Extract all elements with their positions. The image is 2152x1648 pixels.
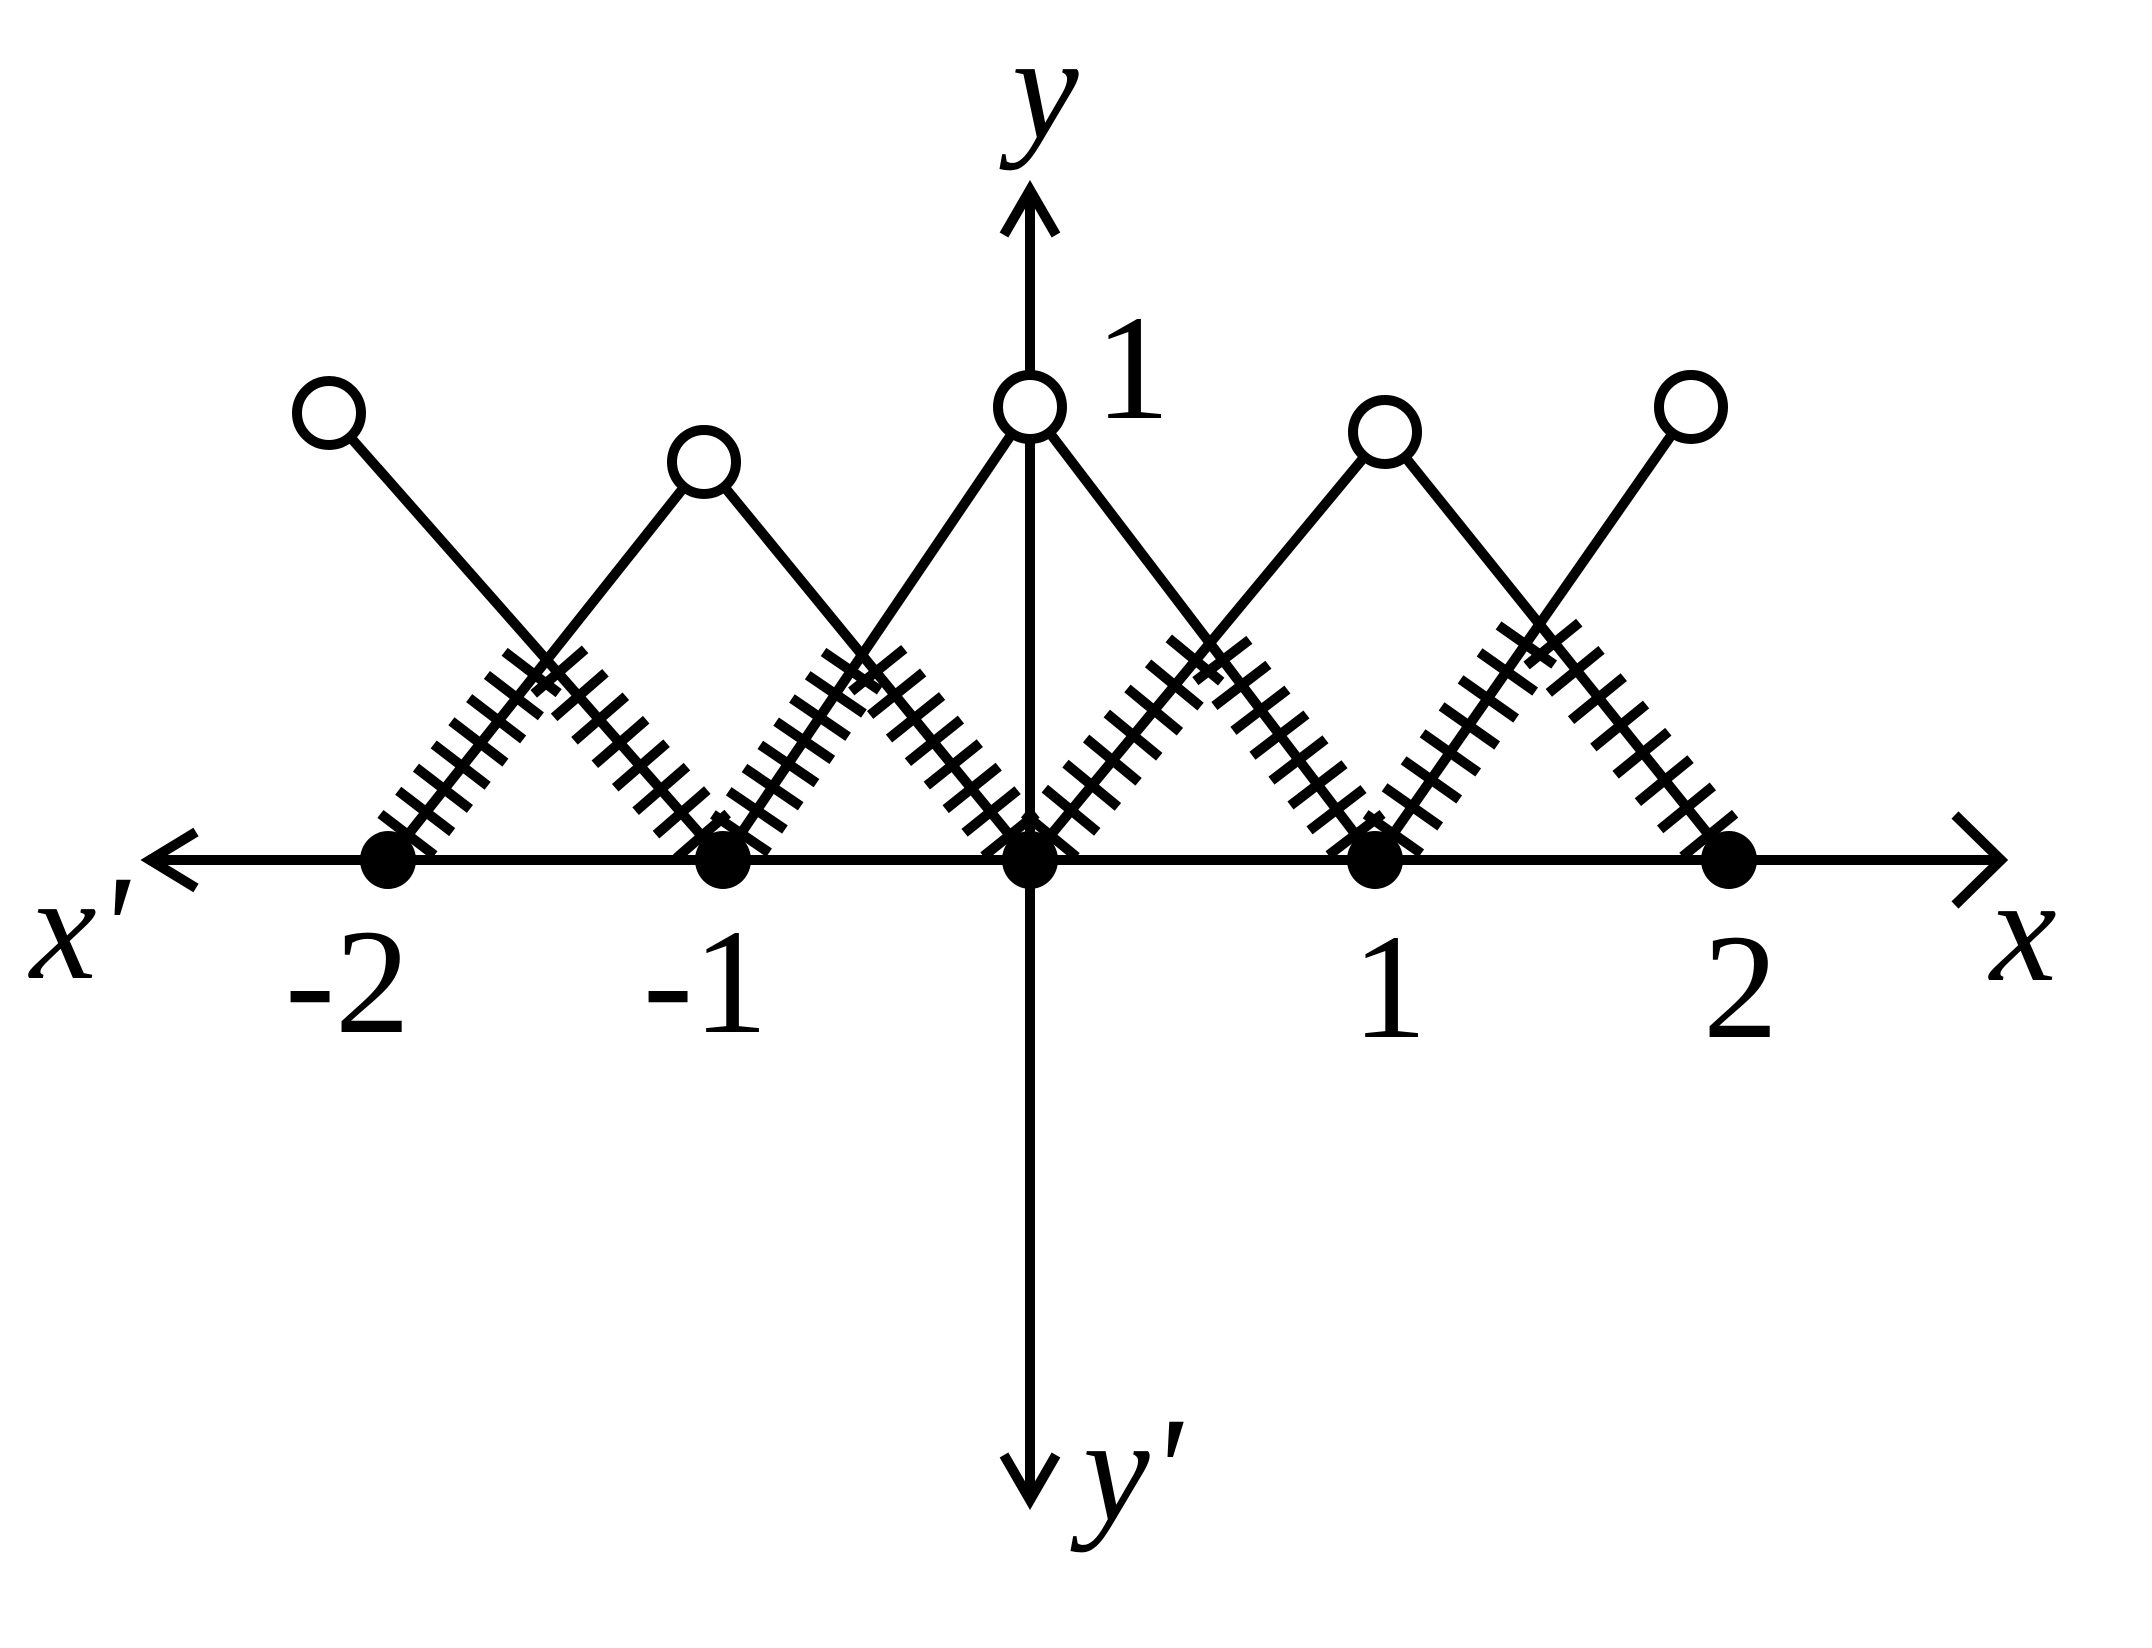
hatch-tick xyxy=(1144,659,1204,711)
hatch-tick xyxy=(1192,635,1253,686)
hatch-tick xyxy=(848,644,908,696)
graph-segment-2 xyxy=(384,458,708,864)
y-axis-label: y xyxy=(999,5,1079,171)
hatch-tick xyxy=(652,786,711,839)
hatch-tick xyxy=(466,694,527,744)
hatch-tick xyxy=(1165,634,1225,686)
hatch-tick xyxy=(866,668,927,719)
hatch-tick xyxy=(1679,809,1739,861)
hatch-tick xyxy=(741,763,804,811)
hatch-tick xyxy=(1567,673,1627,725)
hatch-tick xyxy=(885,692,946,743)
hatch-tick xyxy=(757,740,820,788)
hatch-tick xyxy=(1381,783,1444,831)
hatch-tick xyxy=(1362,810,1425,858)
hatch-tick xyxy=(1545,645,1605,697)
hatch-tick xyxy=(611,739,670,792)
hatch-tick xyxy=(820,647,883,695)
hatch-tick xyxy=(1457,675,1520,723)
x-axis-label: x xyxy=(1988,847,2057,1013)
hatch-tick xyxy=(1020,809,1080,861)
y-neg-axis-label: y' xyxy=(1070,1387,1185,1553)
hatch-tick xyxy=(1211,660,1272,710)
hatch-tick xyxy=(1612,727,1672,779)
filled-endpoints xyxy=(360,831,1757,889)
hatch-tick xyxy=(1103,709,1163,761)
hatch-tick xyxy=(1062,759,1122,811)
hatch-tick xyxy=(377,809,438,860)
hatch-tick xyxy=(483,670,544,721)
open-circle-icon xyxy=(1654,370,1728,444)
hatch-tick xyxy=(1590,700,1650,752)
hatch-tick xyxy=(501,647,562,698)
hatch-tick xyxy=(804,671,867,718)
hatch-tick xyxy=(1124,684,1184,736)
hatch-tick xyxy=(789,694,851,741)
x-neg-axis-label: x' xyxy=(28,845,132,1011)
y-tick-label-1: 1 xyxy=(1095,285,1170,451)
x-tick-label-neg2: -2 xyxy=(285,899,410,1065)
hatch-tick xyxy=(1419,729,1482,777)
x-tick-label-2: 2 xyxy=(1703,904,1778,1070)
hatch-tick xyxy=(1634,755,1694,806)
hatch-tick xyxy=(1400,756,1463,804)
y-axis-arrow-down-icon xyxy=(999,1452,1061,1510)
hatch-tick xyxy=(1268,735,1329,785)
hatch-tick xyxy=(1438,702,1501,750)
open-circle-icon xyxy=(667,425,741,499)
hatch-tick xyxy=(725,787,788,834)
hatch-tick xyxy=(1476,648,1539,696)
hatch-tick xyxy=(1495,621,1558,669)
open-circle-icon xyxy=(292,376,366,450)
open-circle-icon xyxy=(993,370,1067,444)
y-axis-arrow-up-icon xyxy=(999,180,1061,238)
hatch-tick xyxy=(710,810,772,857)
open-endpoints xyxy=(292,370,1728,499)
graph-segment-8 xyxy=(1370,404,1696,863)
x-axis-arrow-right-icon xyxy=(1951,811,2009,909)
hatch-tick xyxy=(550,669,609,722)
x-tick-label-1: 1 xyxy=(1352,904,1427,1070)
hatch-tick xyxy=(1230,685,1291,735)
hatch-tick xyxy=(1041,784,1101,836)
x-axis-arrow-left-icon xyxy=(140,827,199,893)
hatch-tick xyxy=(942,762,1002,814)
hatch-tick xyxy=(1287,760,1348,810)
hatch-marks xyxy=(377,618,1739,862)
hatch-tick xyxy=(1306,785,1367,835)
filled-dot-icon xyxy=(1701,831,1757,889)
hatch-tick xyxy=(395,786,456,837)
hatch-tick xyxy=(961,786,1021,837)
hatch-tick xyxy=(1656,782,1717,834)
hatch-tick xyxy=(591,715,650,769)
hatch-tick xyxy=(1523,618,1583,670)
filled-dot-icon xyxy=(695,831,751,889)
hatch-tick xyxy=(904,715,965,766)
hatch-tick xyxy=(923,739,983,790)
filled-dot-icon xyxy=(1002,831,1058,889)
hatch-tick xyxy=(571,692,630,745)
filled-dot-icon xyxy=(360,831,416,889)
hatch-tick xyxy=(430,740,491,790)
hatch-tick xyxy=(632,762,691,815)
graph-segment-3 xyxy=(700,458,1034,864)
hatch-tick xyxy=(1082,734,1142,786)
hatch-tick xyxy=(1249,710,1310,760)
hatch-tick xyxy=(448,717,509,767)
filled-dot-icon xyxy=(1347,831,1403,889)
axis-labels: y y' x x' 1 -2 -1 1 2 xyxy=(28,5,2057,1553)
x-tick-label-neg1: -1 xyxy=(643,899,768,1065)
hatch-tick xyxy=(773,717,836,765)
graph-segment-1 xyxy=(325,409,727,864)
open-circle-icon xyxy=(1348,395,1422,469)
hatch-tick xyxy=(412,763,473,813)
